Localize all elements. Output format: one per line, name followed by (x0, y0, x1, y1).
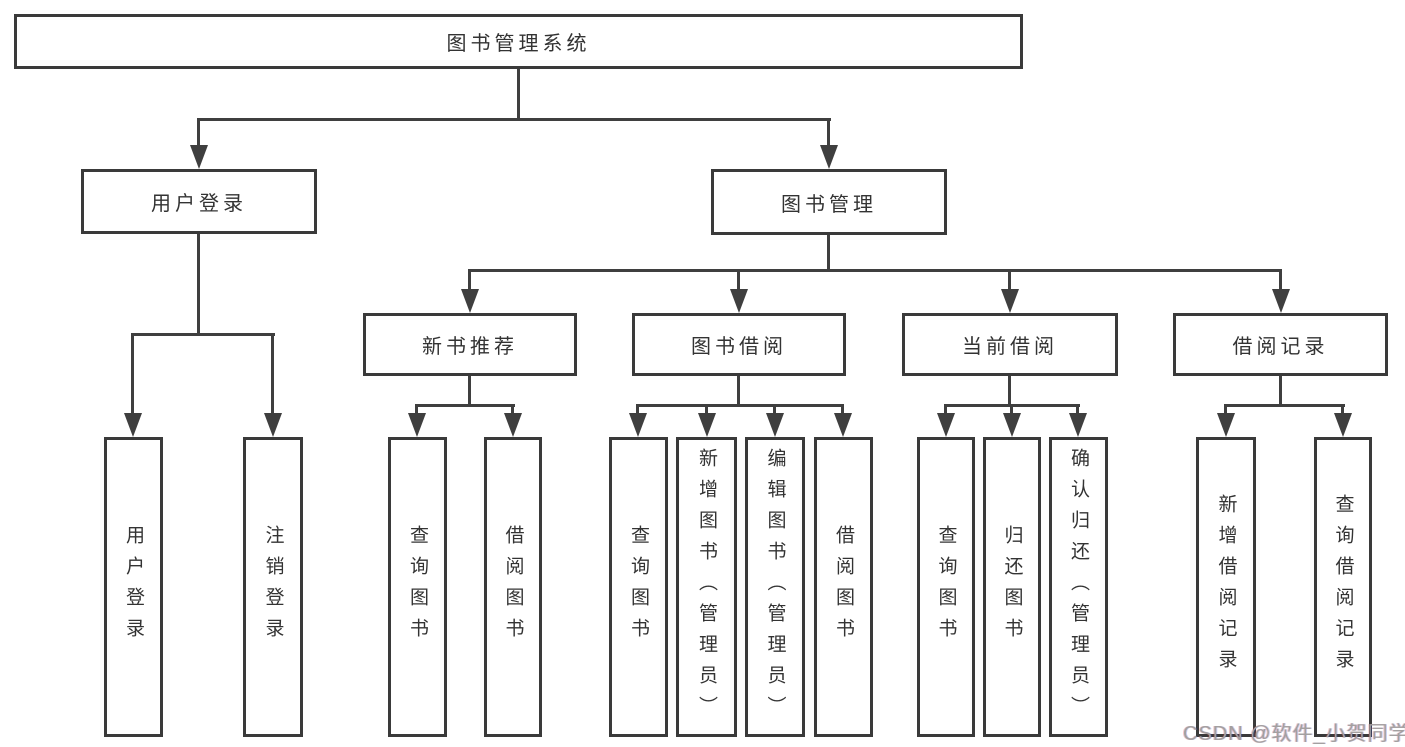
arrowhead-current-borrow (1001, 289, 1019, 313)
arrowhead-bb-edit (766, 413, 784, 437)
arrowhead-leaf-logout (264, 413, 282, 437)
leaf-newbooks-borrow-label: 借阅图书 (502, 525, 524, 649)
connector-book-borrow-rail (636, 404, 844, 407)
leaf-currentborrow-confirm: 确认归还（管理员） (1049, 437, 1108, 737)
leaf-bookborrow-borrow: 借阅图书 (814, 437, 873, 737)
connector-root-stem (517, 69, 520, 120)
node-current-borrow-label: 当前借阅 (962, 336, 1058, 358)
leaf-currentborrow-return-label: 归还图书 (1001, 525, 1023, 649)
leaf-records-query-label: 查询借阅记录 (1332, 494, 1354, 680)
node-book-mgmt-label: 图书管理 (781, 193, 877, 216)
arrowhead-bb-query (629, 413, 647, 437)
connector-drop-current-borrow (1008, 269, 1011, 295)
node-root: 图书管理系统 (14, 14, 1023, 69)
connector-drop-book-borrow (737, 269, 740, 295)
node-book-mgmt: 图书管理 (711, 169, 947, 235)
leaf-currentborrow-return: 归还图书 (983, 437, 1041, 737)
leaf-user-login: 用户登录 (104, 437, 163, 737)
connector-drop-borrow-records (1279, 269, 1282, 295)
connector-user-login-rail (131, 333, 275, 336)
leaf-bookborrow-add: 新增图书（管理员） (676, 437, 737, 737)
node-user-login: 用户登录 (81, 169, 317, 234)
connector-drop-user-login (197, 118, 200, 150)
node-user-login-label: 用户登录 (151, 193, 247, 215)
arrowhead-bb-borrow (834, 413, 852, 437)
leaf-bookborrow-query-label: 查询图书 (628, 525, 649, 649)
connector-drop-leaf-user-login (131, 333, 134, 418)
arrowhead-br-add (1217, 413, 1235, 437)
arrowhead-bb-add (698, 413, 716, 437)
node-current-borrow: 当前借阅 (902, 313, 1118, 376)
node-borrow-records-label: 借阅记录 (1232, 336, 1329, 358)
node-new-books-label: 新书推荐 (422, 336, 518, 358)
arrowhead-book-mgmt (820, 145, 838, 169)
connector-book-mgmt-stem (827, 235, 830, 272)
connector-drop-new-books (468, 269, 471, 295)
node-root-label: 图书管理系统 (446, 33, 591, 55)
leaf-bookborrow-add-label: 新增图书（管理员） (696, 447, 717, 727)
node-book-borrow: 图书借阅 (632, 313, 846, 376)
arrowhead-nb-borrow (504, 413, 522, 437)
leaf-records-add-label: 新增借阅记录 (1215, 494, 1237, 680)
leaf-records-query: 查询借阅记录 (1314, 437, 1372, 737)
leaf-currentborrow-query: 查询图书 (917, 437, 975, 737)
arrowhead-br-query (1334, 413, 1352, 437)
connector-current-borrow-stem (1008, 376, 1011, 407)
connector-new-books-rail (415, 404, 515, 407)
leaf-currentborrow-query-label: 查询图书 (935, 525, 957, 649)
leaf-bookborrow-query: 查询图书 (609, 437, 668, 737)
arrowhead-leaf-user-login (124, 413, 142, 437)
leaf-logout: 注销登录 (243, 437, 303, 737)
arrowhead-cb-confirm (1069, 413, 1087, 437)
arrowhead-cb-query (937, 413, 955, 437)
connector-drop-book-mgmt (827, 118, 830, 150)
leaf-records-add: 新增借阅记录 (1196, 437, 1256, 737)
connector-user-login-stem (197, 233, 200, 336)
connector-level2-rail (198, 118, 831, 121)
node-borrow-records: 借阅记录 (1173, 313, 1388, 376)
arrowhead-cb-return (1003, 413, 1021, 437)
csdn-watermark: CSDN @软件_小贺同学 (1183, 723, 1405, 745)
leaf-newbooks-query: 查询图书 (388, 437, 447, 737)
node-new-books: 新书推荐 (363, 313, 577, 376)
arrowhead-new-books (461, 289, 479, 313)
arrowhead-book-borrow (730, 289, 748, 313)
node-book-borrow-label: 图书借阅 (691, 336, 787, 358)
leaf-currentborrow-confirm-label: 确认归还（管理员） (1068, 447, 1089, 727)
arrowhead-nb-query (408, 413, 426, 437)
connector-drop-leaf-logout (271, 333, 274, 418)
connector-book-borrow-stem (737, 376, 740, 407)
connector-borrow-records-rail (1224, 404, 1345, 407)
leaf-newbooks-borrow: 借阅图书 (484, 437, 542, 737)
leaf-bookborrow-edit: 编辑图书（管理员） (745, 437, 805, 737)
leaf-bookborrow-edit-label: 编辑图书（管理员） (764, 447, 786, 727)
connector-level3-rail (468, 269, 1282, 272)
connector-new-books-stem (468, 376, 471, 407)
leaf-logout-label: 注销登录 (262, 525, 284, 649)
leaf-newbooks-query-label: 查询图书 (407, 525, 428, 649)
arrowhead-borrow-records (1272, 289, 1290, 313)
connector-borrow-records-stem (1279, 376, 1282, 407)
leaf-user-login-label: 用户登录 (123, 525, 144, 649)
arrowhead-user-login (190, 145, 208, 169)
leaf-bookborrow-borrow-label: 借阅图书 (833, 525, 854, 649)
